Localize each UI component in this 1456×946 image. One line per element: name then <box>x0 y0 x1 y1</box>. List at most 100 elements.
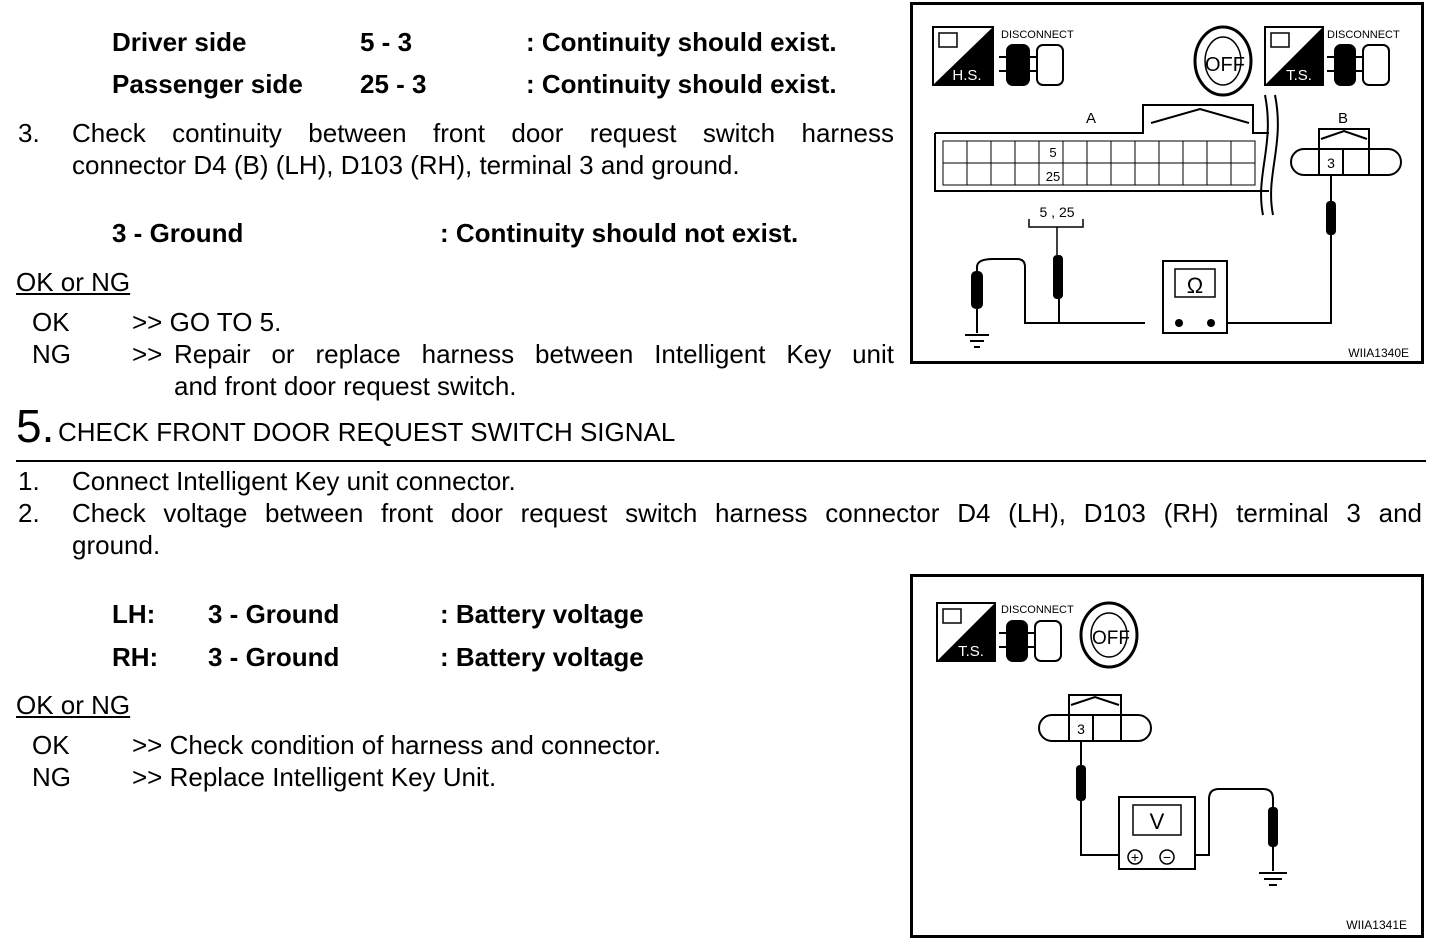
connector-cavity <box>1158 140 1184 164</box>
connector-cavity <box>990 162 1016 186</box>
connector-cavity <box>1182 162 1208 186</box>
spec-driver-label: Driver side <box>112 27 247 57</box>
connector-cavity <box>966 162 992 186</box>
spec-ground-terminals: 3 - Ground <box>112 218 244 248</box>
ohmmeter <box>1162 260 1228 334</box>
connector-cavity <box>990 140 1016 164</box>
ts-badge-icon-2: T.S. <box>936 602 996 662</box>
section-divider <box>16 460 1426 462</box>
ng-action-2: >> Replace Intelligent Key Unit. <box>132 762 497 792</box>
connector-b-2 <box>1038 694 1152 742</box>
probe-connector-a <box>1053 255 1063 299</box>
probe-bracket <box>1028 219 1084 255</box>
probe-ground <box>971 271 983 309</box>
ok-action-2: >> Check condition of harness and connec… <box>132 730 662 760</box>
hs-badge-label: H.S. <box>952 67 981 84</box>
section5-item2-number: 2. <box>18 498 40 528</box>
plus-terminal: + <box>1131 849 1139 865</box>
ts-badge-label-1: T.S. <box>1286 67 1312 84</box>
off-label-1: OFF <box>1205 54 1245 76</box>
ng-action-1-line2: and front door request switch. <box>174 371 517 401</box>
ignition-off-icon-2: OFF <box>1079 601 1139 669</box>
ok-label-2: OK <box>32 730 70 760</box>
probe-connector-b <box>1326 201 1336 235</box>
continuity-diagram: H.S. DISCONNECT OFF T.S. DISCONNECT <box>932 25 1409 360</box>
ignition-off-icon: OFF <box>1193 25 1253 97</box>
spec-passenger-label: Passenger side <box>112 69 303 99</box>
ng-label-2: NG <box>32 762 71 792</box>
disconnect-connector-icon-2 <box>1327 44 1390 86</box>
figure2-code: WIIA1341E <box>1346 918 1407 932</box>
probe-connector-2 <box>1076 765 1086 801</box>
connector-cavity <box>942 140 968 164</box>
connector-cavity <box>1206 162 1232 186</box>
section5-item2-line2: ground. <box>72 530 161 560</box>
connector-cavity <box>1110 140 1136 164</box>
ok-ng-heading-2: OK or NG <box>16 690 131 720</box>
figure-continuity-check: H.S. DISCONNECT OFF T.S. DISCONNECT <box>910 2 1424 364</box>
connector-b-label: B <box>1338 110 1348 127</box>
spec-lh-terminals: 3 - Ground <box>208 599 340 629</box>
connector-cavity <box>1230 140 1256 164</box>
disconnect-connector-icon-3 <box>999 620 1062 662</box>
ok-label-1: OK <box>32 307 70 337</box>
disconnect-label-1: DISCONNECT <box>1001 29 1074 41</box>
off-label-2: OFF <box>1092 628 1130 649</box>
pin-3-label-2: 3 <box>1077 721 1085 737</box>
section5-item1-number: 1. <box>18 466 40 496</box>
pin-3-label: 3 <box>1327 155 1335 171</box>
step3-number: 3. <box>18 118 40 148</box>
connector-cavity <box>1110 162 1136 186</box>
spec-passenger-result: : Continuity should exist. <box>526 69 837 99</box>
connector-a-label: A <box>1086 110 1096 127</box>
spec-lh-result: : Battery voltage <box>440 599 644 629</box>
connector-cavity <box>1014 140 1040 164</box>
connector-b <box>1290 128 1402 176</box>
figure-voltage-check: T.S. DISCONNECT OFF 3 <box>910 574 1424 938</box>
section5-item1-text: Connect Intelligent Key unit connector. <box>72 466 516 496</box>
ok-ng-heading-1: OK or NG <box>16 267 131 297</box>
voltmeter <box>1118 796 1196 870</box>
minus-terminal: − <box>1163 849 1171 865</box>
step3-line2: connector D4 (B) (LH), D103 (RH), termin… <box>72 150 740 180</box>
ts-badge-label-2: T.S. <box>958 643 984 660</box>
connector-a-cavities <box>942 140 1256 186</box>
ok-action-1: >> GO TO 5. <box>132 307 282 337</box>
ng-label-1: NG <box>32 339 71 369</box>
disconnect-label-3: DISCONNECT <box>1001 604 1074 616</box>
pin-25-label: 25 <box>1046 169 1060 184</box>
connector-a <box>934 104 1269 192</box>
ts-badge-icon: T.S. <box>1264 26 1324 86</box>
probe-ground-2 <box>1268 807 1278 847</box>
voltage-diagram: T.S. DISCONNECT OFF 3 <box>936 601 1407 932</box>
spec-driver-terminals: 5 - 3 <box>360 27 413 57</box>
connector-cavity <box>1206 140 1232 164</box>
spec-ground-result: : Continuity should not exist. <box>440 218 799 248</box>
step3-line1: Check continuity between front door requ… <box>72 118 894 148</box>
ohm-symbol: Ω <box>1187 273 1203 298</box>
connector-cavity <box>1230 162 1256 186</box>
volt-symbol: V <box>1150 809 1165 834</box>
ng-arrow-1: >> <box>132 339 163 369</box>
figure1-code: WIIA1340E <box>1348 346 1409 360</box>
hs-badge-icon: H.S. <box>932 26 994 86</box>
connector-cavity <box>1158 162 1184 186</box>
connector-cavity <box>1086 140 1112 164</box>
section5-item2-line1: Check voltage between front door request… <box>72 498 1422 528</box>
spec-passenger-terminals: 25 - 3 <box>360 69 427 99</box>
spec-rh-terminals: 3 - Ground <box>208 642 340 672</box>
section-5-title: CHECK FRONT DOOR REQUEST SWITCH SIGNAL <box>58 417 676 447</box>
connector-cavity <box>966 140 992 164</box>
disconnect-label-2: DISCONNECT <box>1327 29 1400 41</box>
connector-cavity <box>1086 162 1112 186</box>
spec-lh-side: LH: <box>112 599 156 629</box>
probe-leads <box>965 175 1332 348</box>
spec-rh-result: : Battery voltage <box>440 642 644 672</box>
connector-cavity <box>1062 162 1088 186</box>
connector-cavity <box>942 162 968 186</box>
connector-cavity <box>1182 140 1208 164</box>
disconnect-connector-icon <box>999 44 1064 86</box>
connector-cavity <box>1134 162 1160 186</box>
connector-cavity <box>1134 140 1160 164</box>
connector-cavity <box>1062 140 1088 164</box>
